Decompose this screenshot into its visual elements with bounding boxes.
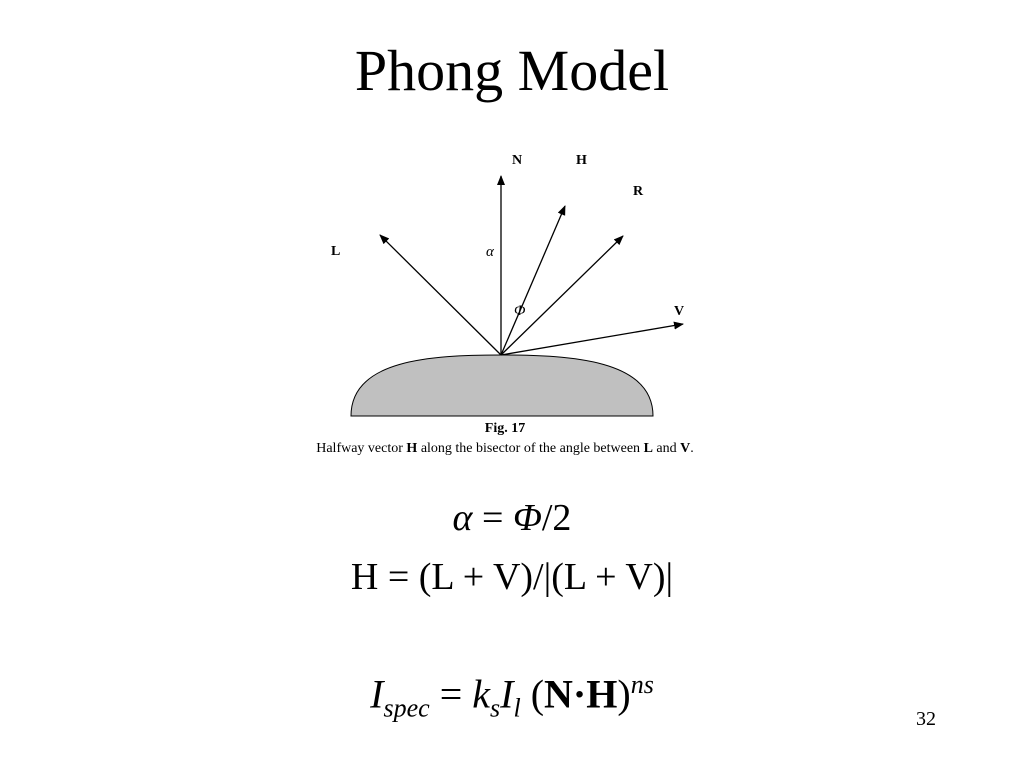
label-l: L bbox=[331, 244, 341, 259]
vector-l bbox=[379, 234, 502, 356]
label-h: H bbox=[576, 153, 587, 168]
figure-number: Fig. 17 bbox=[484, 421, 526, 436]
vector-r bbox=[500, 235, 624, 356]
label-v: V bbox=[674, 304, 685, 319]
slide-title: Phong Model bbox=[354, 38, 670, 103]
surface bbox=[350, 354, 654, 417]
label-n: N bbox=[512, 153, 523, 168]
equation-specular: Ispec = ksIl (N·H)ns bbox=[370, 670, 654, 723]
label-r: R bbox=[633, 184, 644, 199]
figure-caption: Halfway vector H along the bisector of t… bbox=[316, 441, 694, 456]
vector-h bbox=[500, 205, 566, 356]
label-alpha: α bbox=[486, 244, 494, 260]
label-phi: Φ bbox=[514, 303, 526, 319]
page-number: 32 bbox=[916, 708, 936, 730]
vector-v bbox=[500, 321, 684, 356]
equation-halfway: H = (L + V)/|(L + V)| bbox=[350, 556, 674, 598]
equation-alpha: α = Φ/2 bbox=[452, 497, 572, 539]
